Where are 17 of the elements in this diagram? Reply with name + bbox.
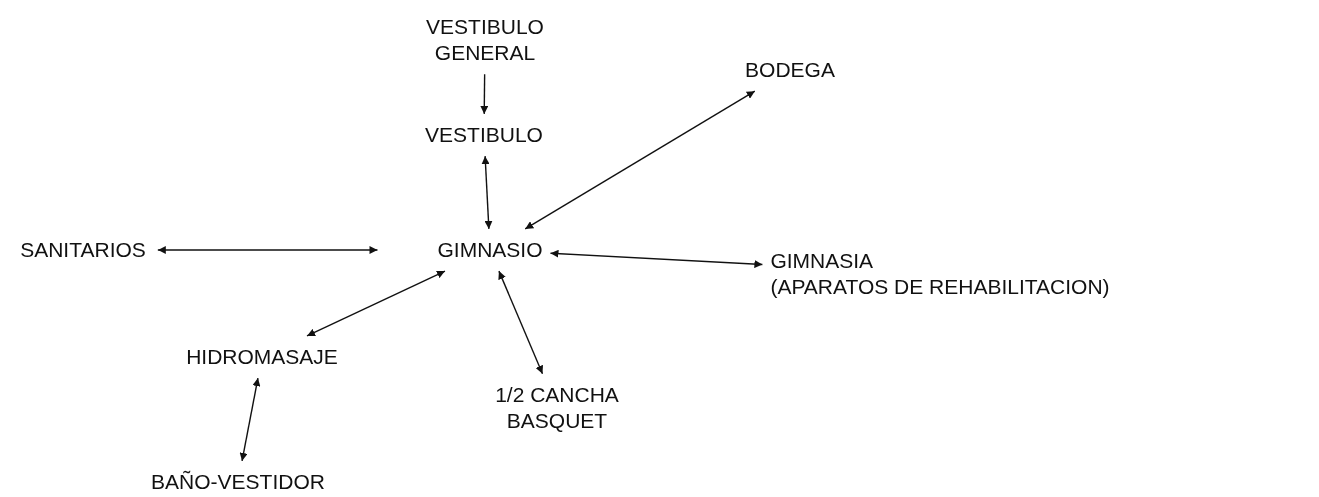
space-label: GIMNASIO — [437, 236, 543, 263]
arrow — [480, 73, 489, 115]
space-label: BAÑO-VESTIDOR — [151, 468, 325, 495]
space-label: GIMNASIA (APARATOS DE REHABILITACION) — [770, 247, 1110, 300]
arrow — [481, 155, 493, 230]
arrow — [306, 270, 446, 337]
space-label: VESTIBULO GENERAL — [426, 13, 544, 66]
space-label: VESTIBULO — [425, 121, 543, 148]
arrow — [239, 377, 261, 462]
space-label: 1/2 CANCHA BASQUET — [495, 381, 619, 434]
arrow — [498, 270, 544, 375]
arrow — [549, 249, 764, 269]
arrow — [157, 246, 379, 254]
space-label: SANITARIOS — [20, 236, 146, 263]
arrow — [524, 90, 756, 230]
space-label: BODEGA — [745, 56, 835, 83]
space-label: HIDROMASAJE — [186, 343, 338, 370]
